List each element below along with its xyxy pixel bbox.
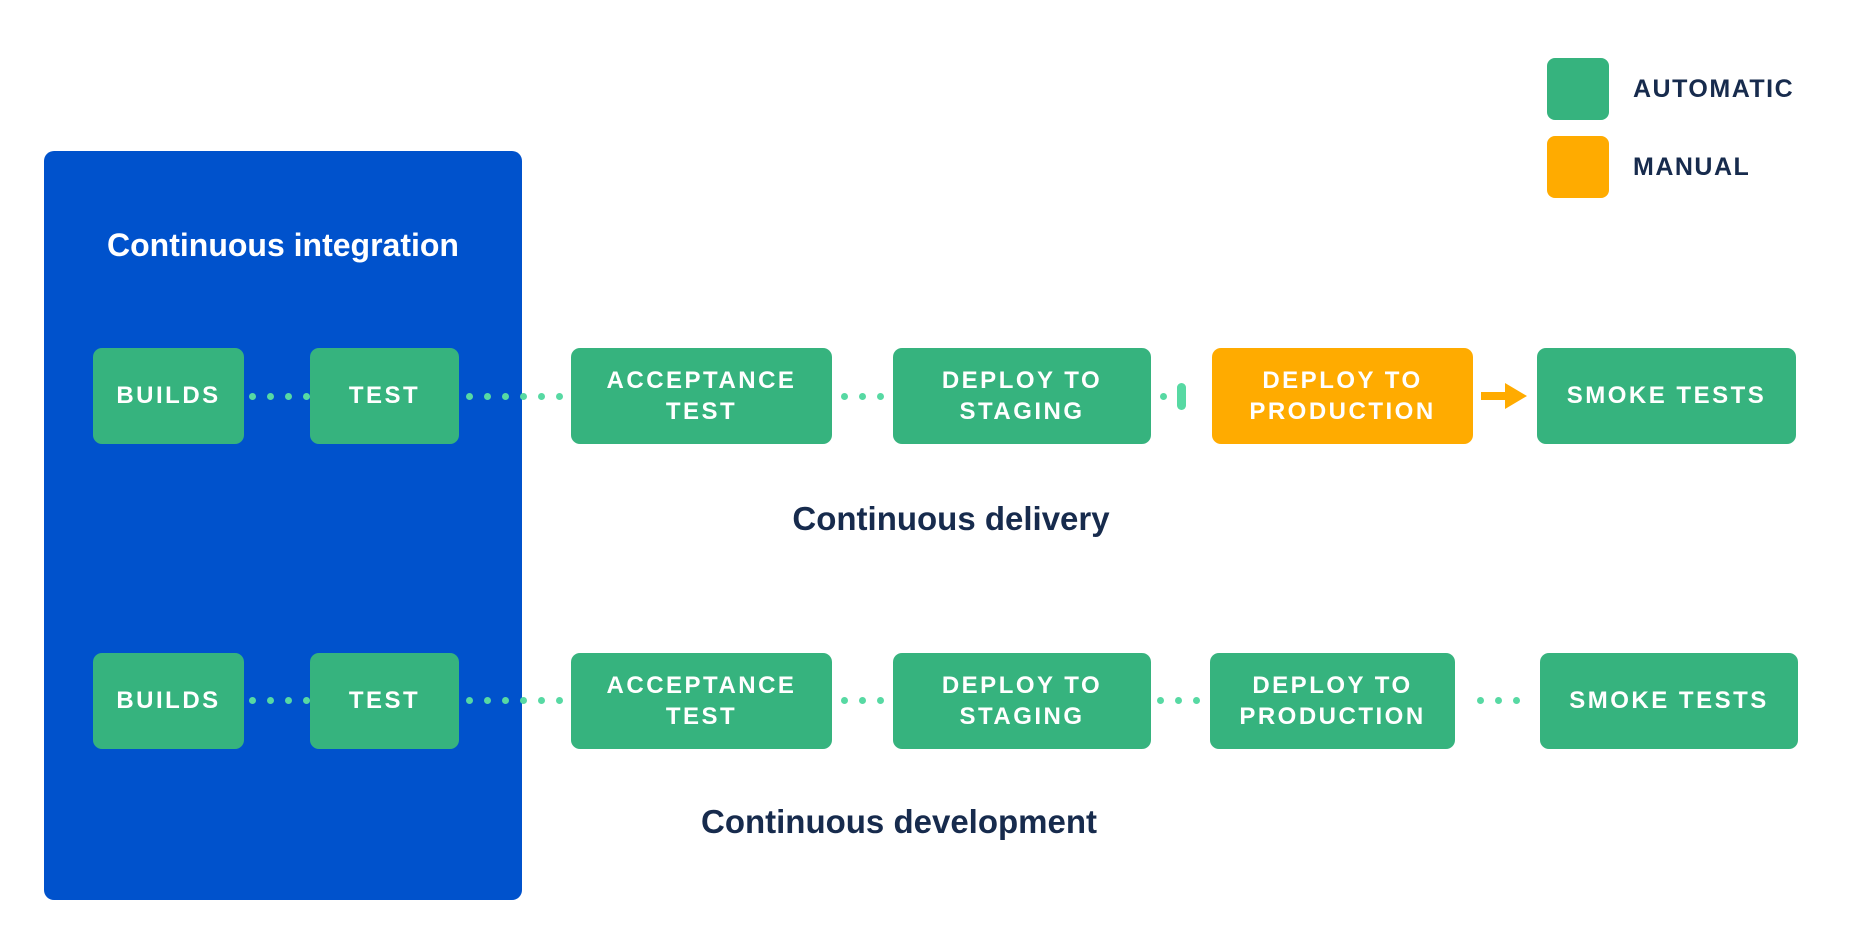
- stage-label: DEPLOY TO PRODUCTION: [1239, 671, 1426, 730]
- continuous-integration-panel: Continuous integration: [44, 151, 522, 900]
- connector-dot: [1157, 697, 1164, 704]
- stage-smoke-tests-delivery: SMOKE TESTS: [1537, 348, 1796, 444]
- continuous-delivery-label: Continuous delivery: [792, 500, 1110, 537]
- connector-dot: [556, 393, 563, 400]
- connector-production-smoke-development: [1477, 697, 1520, 704]
- connector-dot: [303, 697, 310, 704]
- connector-acceptance-staging-development: [841, 697, 884, 704]
- connector-test-acceptance-delivery: [466, 393, 563, 400]
- stage-label: SMOKE TESTS: [1569, 687, 1769, 715]
- legend-item-automatic: AUTOMATIC: [1547, 58, 1794, 120]
- connector-dot: [466, 697, 473, 704]
- automatic-color-swatch: [1547, 58, 1609, 120]
- legend-item-manual: MANUAL: [1547, 136, 1794, 198]
- connector-dot: [267, 393, 274, 400]
- connector-dot: [841, 697, 848, 704]
- manual-gate-bar-icon: [1177, 383, 1186, 410]
- manual-gate-dot: [1160, 393, 1167, 400]
- connector-dot: [1513, 697, 1520, 704]
- stage-label: TEST: [348, 382, 421, 410]
- manual-arrow-icon: [1481, 383, 1527, 409]
- connector-dot: [249, 393, 256, 400]
- stage-deploy-staging-development: DEPLOY TO STAGING: [893, 653, 1151, 749]
- connector-dot: [466, 393, 473, 400]
- stage-builds-development: BUILDS: [93, 653, 244, 749]
- stage-label: DEPLOY TO STAGING: [941, 671, 1103, 730]
- stage-acceptance-test-delivery: ACCEPTANCE TEST: [571, 348, 832, 444]
- connector-test-acceptance-development: [466, 697, 563, 704]
- connector-dot: [484, 393, 491, 400]
- connector-dot: [538, 697, 545, 704]
- connector-dot: [538, 393, 545, 400]
- stage-test-development: TEST: [310, 653, 459, 749]
- stage-smoke-tests-development: SMOKE TESTS: [1540, 653, 1798, 749]
- connector-dot: [1495, 697, 1502, 704]
- connector-dot: [1477, 697, 1484, 704]
- connector-dot: [267, 697, 274, 704]
- connector-builds-test-delivery: [249, 393, 310, 400]
- connector-dot: [303, 393, 310, 400]
- connector-dot: [520, 393, 527, 400]
- stage-label: TEST: [348, 687, 421, 715]
- stage-label: BUILDS: [116, 382, 221, 410]
- stage-deploy-production-delivery-manual: DEPLOY TO PRODUCTION: [1212, 348, 1473, 444]
- stage-builds-delivery: BUILDS: [93, 348, 244, 444]
- stage-label: DEPLOY TO PRODUCTION: [1249, 366, 1436, 425]
- connector-staging-production-development: [1157, 697, 1200, 704]
- connector-dot: [502, 697, 509, 704]
- stage-label: ACCEPTANCE TEST: [606, 671, 797, 730]
- connector-dot: [556, 697, 563, 704]
- legend-label-automatic: AUTOMATIC: [1633, 74, 1795, 103]
- stage-label: SMOKE TESTS: [1566, 382, 1767, 410]
- legend-label-manual: MANUAL: [1633, 152, 1751, 181]
- connector-dot: [249, 697, 256, 704]
- stage-acceptance-test-development: ACCEPTANCE TEST: [571, 653, 832, 749]
- connector-dot: [859, 393, 866, 400]
- connector-dot: [502, 393, 509, 400]
- connector-builds-test-development: [249, 697, 310, 704]
- manual-color-swatch: [1547, 136, 1609, 198]
- connector-dot: [841, 393, 848, 400]
- connector-dot: [877, 697, 884, 704]
- stage-label: ACCEPTANCE TEST: [606, 366, 797, 425]
- stage-test-delivery: TEST: [310, 348, 459, 444]
- stage-label: BUILDS: [116, 687, 221, 715]
- connector-dot: [285, 393, 292, 400]
- connector-dot: [1193, 697, 1200, 704]
- connector-dot: [859, 697, 866, 704]
- continuous-development-label: Continuous development: [701, 803, 1097, 840]
- connector-acceptance-staging-delivery: [841, 393, 884, 400]
- connector-dot: [484, 697, 491, 704]
- stage-label: DEPLOY TO STAGING: [941, 366, 1103, 425]
- stage-deploy-staging-delivery: DEPLOY TO STAGING: [893, 348, 1151, 444]
- connector-dot: [1175, 697, 1182, 704]
- stage-deploy-production-development: DEPLOY TO PRODUCTION: [1210, 653, 1455, 749]
- connector-dot: [877, 393, 884, 400]
- connector-dot: [285, 697, 292, 704]
- continuous-integration-title: Continuous integration: [107, 227, 459, 263]
- legend: AUTOMATIC MANUAL: [1547, 58, 1794, 198]
- connector-dot: [520, 697, 527, 704]
